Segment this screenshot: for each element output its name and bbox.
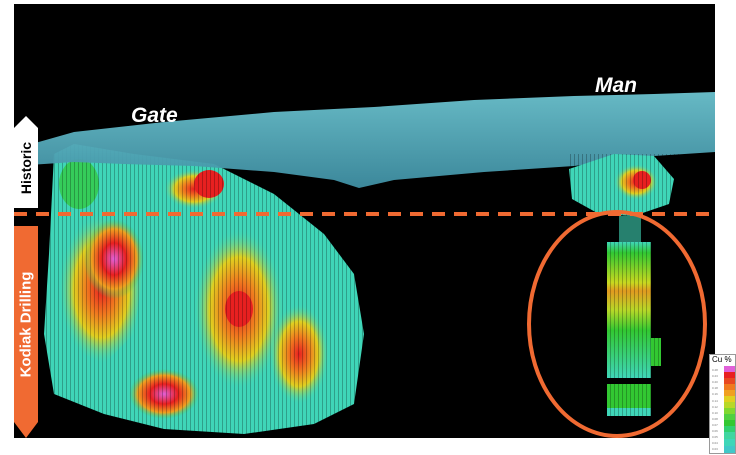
legend-tick-label: 0.28	[712, 368, 718, 372]
historic-label: Historic	[18, 141, 34, 195]
legend-tick-label: 0.04	[712, 441, 718, 446]
model-viewport: Gate Man Historic Kodiak Drilling	[14, 4, 715, 438]
legend-tick-label: 0.10	[712, 410, 718, 415]
legend-tick-label: 0.08	[712, 416, 718, 421]
kodiak-label: Kodiak Drilling	[17, 271, 35, 377]
historic-tab: Historic	[14, 116, 38, 208]
legend-tick-label: 0.18	[712, 386, 718, 391]
legend-tick-label: 0.03	[712, 447, 718, 452]
down-arrow-icon	[14, 422, 38, 438]
legend-tick-label: 0.06	[712, 429, 718, 433]
orebody-render	[14, 92, 715, 438]
man-label: Man	[595, 74, 637, 97]
legend-colorbar	[724, 366, 735, 453]
legend-title: Cu %	[712, 355, 732, 364]
legend-tick-label: 0.12	[712, 404, 718, 409]
up-arrow-icon	[14, 116, 38, 128]
man-orebody-column	[607, 216, 661, 416]
gate-orebody	[44, 144, 374, 434]
legend-tick-label: 0.16	[712, 392, 718, 397]
legend-tick-label: 0.07	[712, 422, 718, 427]
historic-surface	[14, 92, 715, 188]
legend-tick-label: 0.05	[712, 435, 718, 440]
man-orebody-upper	[569, 154, 679, 216]
legend-tick-label: 0.20	[712, 380, 718, 385]
kodiak-tab: Kodiak Drilling	[14, 226, 38, 438]
legend-tick-label: 0.23	[712, 374, 718, 379]
legend-tick-label: 0.14	[712, 398, 718, 403]
gate-label: Gate	[131, 104, 178, 127]
man-target-ellipse	[527, 210, 707, 438]
